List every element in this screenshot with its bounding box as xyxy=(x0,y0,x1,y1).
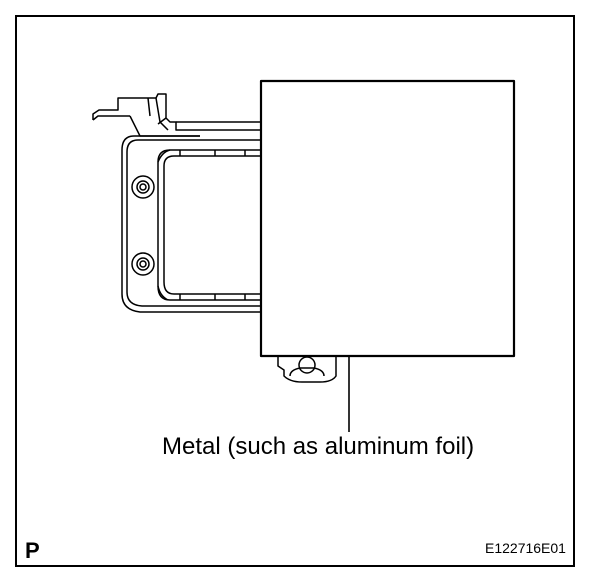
mounting-bracket xyxy=(121,135,260,313)
figure-code: E122716E01 xyxy=(485,540,566,556)
corner-letter: P xyxy=(25,538,40,563)
bolt-lower xyxy=(131,252,155,276)
callout-label: Metal (such as aluminum foil) xyxy=(162,433,475,460)
mounting-ear xyxy=(277,356,337,383)
bracket-clip xyxy=(92,93,260,137)
metal-foil-sheet xyxy=(259,79,516,358)
figure-frame xyxy=(15,15,575,567)
bolt-upper xyxy=(131,175,155,199)
